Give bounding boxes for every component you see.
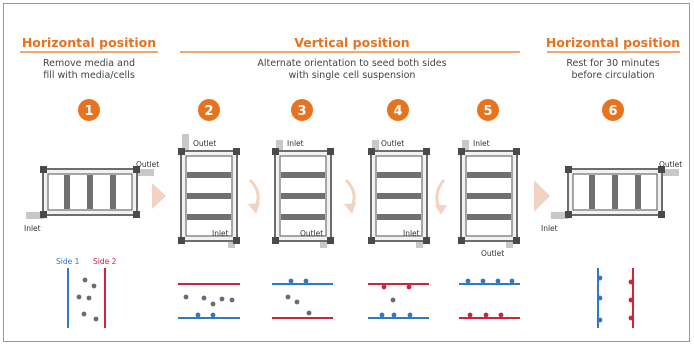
step-badge-5: 5 (477, 99, 499, 121)
svg-text:6: 6 (608, 104, 617, 119)
outlet-label-step-3: Outlet (300, 229, 323, 238)
side-1-label: Side 1 (56, 257, 80, 266)
membrane-view-step-6 (597, 268, 634, 328)
membrane-view-step-5 (459, 278, 520, 319)
rotate-arrowhead-4-5 (435, 205, 447, 215)
step-badge-4: 4 (387, 99, 409, 121)
rotate-arrowhead-3-4 (344, 203, 356, 214)
side-2-label: Side 2 (93, 257, 117, 266)
inlet-label-step-1: Inlet (24, 224, 41, 233)
device-step-5 (457, 140, 521, 248)
section-desc-right-line2: before circulation (571, 70, 654, 81)
section-title-horizontal-right: Horizontal position (546, 35, 680, 50)
device-step-2 (177, 134, 241, 248)
inlet-label-step-2: Inlet (212, 229, 229, 238)
svg-text:5: 5 (483, 104, 492, 119)
inlet-label-step-3: Inlet (287, 139, 304, 148)
svg-text:1: 1 (84, 104, 93, 119)
section-title-vertical: Vertical position (294, 35, 409, 50)
section-desc-left-line1: Remove media and (43, 58, 135, 69)
transition-arrow-5-6 (534, 180, 550, 212)
svg-text:2: 2 (204, 104, 213, 119)
device-step-1 (26, 165, 154, 219)
rotate-arrowhead-2-3 (248, 203, 260, 214)
outlet-label-step-1: Outlet (136, 160, 159, 169)
membrane-view-step-2 (178, 283, 240, 319)
device-step-4 (367, 140, 431, 248)
section-desc-vertical-line1: Alternate orientation to seed both sides (257, 58, 446, 69)
step-badge-2: 2 (198, 99, 220, 121)
membrane-view-step-3 (272, 278, 333, 319)
outlet-label-step-6: Outlet (659, 160, 682, 169)
inlet-label-step-4: Inlet (403, 229, 420, 238)
device-step-3 (271, 140, 335, 248)
section-desc-right-line1: Rest for 30 minutes (566, 58, 659, 69)
section-desc-vertical-line2: with single cell suspension (289, 70, 416, 81)
section-title-horizontal-left: Horizontal position (22, 35, 156, 50)
outlet-label-step-5: Outlet (481, 249, 504, 258)
device-step-6 (551, 165, 679, 219)
outlet-label-step-4: Outlet (381, 139, 404, 148)
step-badge-6: 6 (602, 99, 624, 121)
membrane-view-step-4 (368, 283, 429, 319)
step-badge-1: 1 (78, 99, 100, 121)
svg-text:3: 3 (297, 104, 306, 119)
membrane-view-step-1 (67, 268, 106, 328)
inlet-label-step-5: Inlet (473, 139, 490, 148)
svg-text:4: 4 (393, 104, 402, 119)
step-badge-3: 3 (291, 99, 313, 121)
inlet-label-step-6: Inlet (541, 224, 558, 233)
transition-arrow-1-2 (152, 183, 166, 209)
outlet-label-step-2: Outlet (193, 139, 216, 148)
section-desc-left-line2: fill with media/cells (43, 70, 135, 81)
